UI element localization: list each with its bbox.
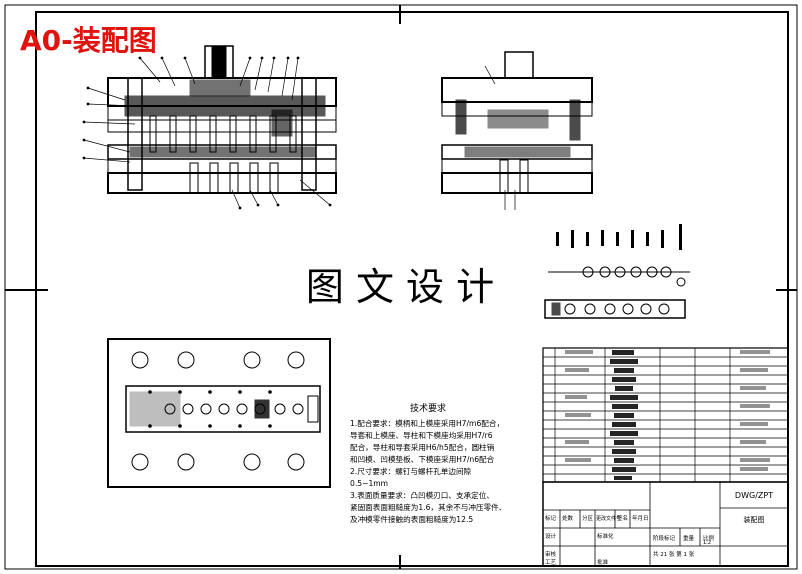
tb-designer-label: 设计 xyxy=(545,532,557,540)
note-line: 紧固面表面粗糙度为1.6，其余不与冲压零件、 xyxy=(350,502,506,512)
tb-change-doc-label: 更改文件号 xyxy=(596,515,621,522)
tb-scale-value: 1:2 xyxy=(703,540,711,546)
side-section-view xyxy=(441,51,593,210)
tb-signature-label: 签名 xyxy=(617,514,628,522)
tb-zone-label: 分区 xyxy=(582,514,594,522)
parts-list-table xyxy=(542,347,789,483)
tb-process-label: 工艺 xyxy=(545,559,557,566)
tb-approve-label: 批准 xyxy=(597,558,609,566)
tb-part-name: 装配图 xyxy=(744,515,765,524)
note-line: 导套和上模座、导柱和下模座均采用H7/r6 xyxy=(350,430,493,440)
tb-scale-label: 比例 xyxy=(703,534,715,542)
centering-marks xyxy=(5,5,797,569)
note-line: 2.尺寸要求：螺钉与螺杆孔单边间隙 xyxy=(350,466,472,476)
top-plan-view xyxy=(107,338,331,488)
note-line: 0.5~1mm xyxy=(350,479,388,488)
tb-drawing-number: DWG/ZPT xyxy=(735,491,773,500)
note-line: 和凹模、凹模垫板、下模座采用H7/n6配合 xyxy=(350,454,495,464)
tb-review-label: 审核 xyxy=(545,550,557,558)
note-line: 3.表面质量要求：凸凹模刃口、支承定位、 xyxy=(350,490,494,500)
tb-weight-label: 重量 xyxy=(683,534,695,542)
strip-layout xyxy=(544,224,690,319)
note-line: 1.配合要求：模柄和上模座采用H7/m6配合， xyxy=(350,418,504,428)
note-line: 及冲模零件接触的表面粗糙度为12.5 xyxy=(350,514,473,524)
title-block-text: 标记 处数 分区 更改文件号 签名 年月日 设计 标准化 审核 工艺 批准 阶段… xyxy=(545,491,773,566)
front-section-view xyxy=(82,45,337,210)
title-block xyxy=(542,481,789,567)
tb-standard-label: 标准化 xyxy=(597,532,614,540)
notes-heading: 技术要求 xyxy=(410,402,446,414)
sheet-size-stamp: A0-装配图 xyxy=(20,24,157,57)
tb-mark-label: 标记 xyxy=(545,514,557,522)
tb-stage-label: 阶段标记 xyxy=(653,534,676,542)
tb-date-label: 年月日 xyxy=(632,514,649,522)
tb-sheet-info: 共 21 张 第 1 张 xyxy=(653,550,695,558)
note-line: 配合，导柱和导套采用H6/h5配合，圆柱销 xyxy=(350,442,495,452)
technical-notes: 技术要求 1.配合要求：模柄和上模座采用H7/m6配合， 导套和上模座、导柱和下… xyxy=(350,402,506,524)
tb-count-label: 处数 xyxy=(562,514,574,522)
watermark-text: 图 文 设 计 xyxy=(306,265,494,309)
